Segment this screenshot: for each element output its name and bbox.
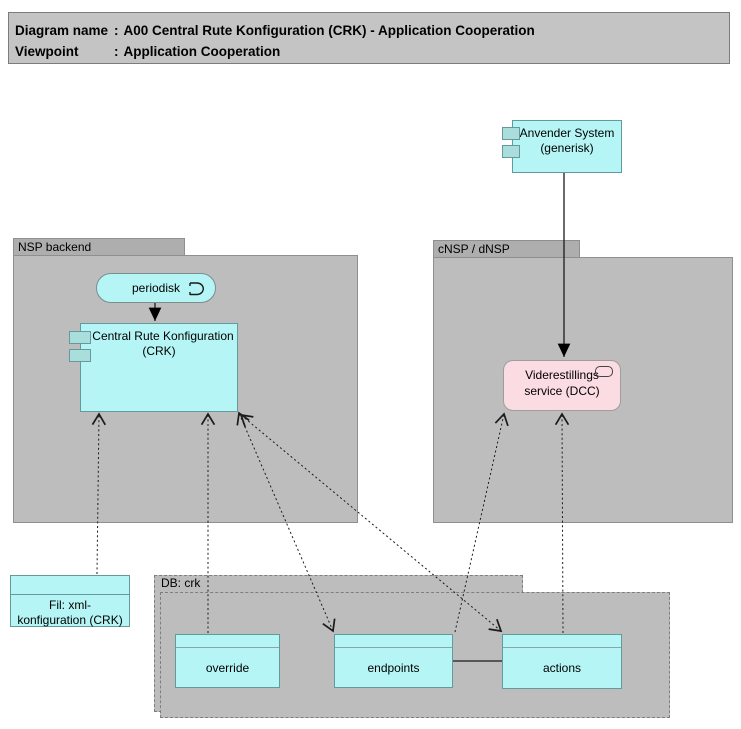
table-label: override bbox=[205, 660, 250, 675]
title-block: Diagram name: A00 Central Rute Konfigurat… bbox=[8, 12, 730, 64]
connector-actions-to-dcc[interactable] bbox=[554, 412, 570, 634]
node-central-rute-konfiguration[interactable]: Central Rute Konfiguration (CRK) bbox=[80, 323, 238, 412]
table-label: endpoints bbox=[367, 660, 420, 675]
node-label-line2: konfiguration (CRK) bbox=[17, 613, 123, 627]
node-label-line2: (CRK) bbox=[142, 344, 176, 358]
node-periodisk[interactable]: periodisk bbox=[96, 273, 216, 303]
component-tab-icon bbox=[502, 145, 520, 158]
node-table-override[interactable]: override bbox=[175, 634, 280, 688]
db-crk-label: DB: crk bbox=[161, 576, 201, 590]
component-tab-icon bbox=[502, 127, 520, 140]
service-oval-icon bbox=[595, 366, 613, 377]
package-label: cNSP / dNSP bbox=[438, 242, 510, 256]
title-separator: : bbox=[114, 23, 119, 38]
diagram-name-value: A00 Central Rute Konfiguration (CRK) - A… bbox=[123, 23, 535, 38]
node-label-line1: Central Rute Konfiguration bbox=[92, 329, 234, 343]
node-viderestillings-service[interactable]: Viderestillings service (DCC) bbox=[503, 360, 621, 411]
title-row-diagram-name: Diagram name: A00 Central Rute Konfigurat… bbox=[15, 20, 723, 41]
node-table-actions[interactable]: actions bbox=[502, 634, 622, 689]
file-header-band bbox=[11, 576, 129, 595]
table-label: actions bbox=[542, 661, 582, 675]
title-row-viewpoint: Viewpoint: Application Cooperation bbox=[15, 41, 723, 62]
viewpoint-value: Application Cooperation bbox=[123, 44, 281, 59]
package-label: NSP backend bbox=[18, 240, 92, 254]
table-header-band bbox=[335, 635, 452, 648]
node-label-line1: Fil: xml- bbox=[49, 598, 91, 612]
title-label: Diagram name bbox=[15, 23, 109, 38]
component-tab-icon bbox=[69, 349, 91, 362]
package-tab-nsp-backend[interactable]: NSP backend bbox=[13, 238, 185, 256]
component-tab-icon bbox=[69, 331, 91, 344]
title-separator: : bbox=[114, 44, 119, 59]
connector-endpoints-to-dcc[interactable] bbox=[454, 412, 509, 633]
connector-actions-to-crk[interactable] bbox=[239, 413, 503, 633]
node-anvender-system[interactable]: Anvender System (generisk) bbox=[512, 120, 622, 173]
node-label-line1: Anvender System bbox=[519, 126, 615, 140]
table-header-band bbox=[176, 635, 279, 648]
viewpoint-label: Viewpoint bbox=[15, 44, 79, 59]
node-label-line2: (generisk) bbox=[540, 141, 594, 155]
node-label-line2: service (DCC) bbox=[524, 384, 600, 398]
node-label: periodisk bbox=[131, 281, 181, 295]
table-header-band bbox=[503, 635, 621, 648]
node-fil-xml-konfiguration[interactable]: Fil: xml- konfiguration (CRK) bbox=[10, 575, 130, 627]
node-table-endpoints[interactable]: endpoints bbox=[334, 634, 453, 688]
connector-endpoints-to-crk[interactable] bbox=[236, 411, 336, 633]
node-label-line1: Viderestillings bbox=[525, 368, 599, 382]
timer-event-icon bbox=[189, 282, 204, 296]
connector-fil-to-crk[interactable] bbox=[91, 412, 107, 575]
